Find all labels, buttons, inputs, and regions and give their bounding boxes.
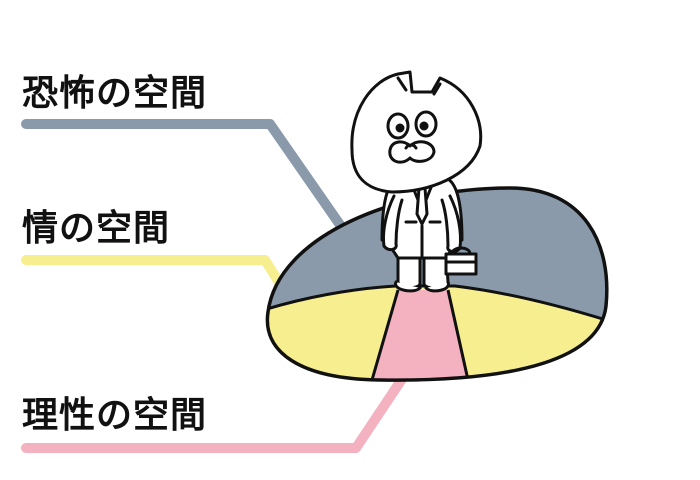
reason-region <box>372 290 468 380</box>
reason-leader-line <box>21 365 413 453</box>
reason-space-label: 理性の空間 <box>22 395 208 436</box>
ellipse-outline <box>265 186 609 382</box>
region-divider-right <box>446 289 470 381</box>
emotion-space-label: 情の空間 <box>22 208 171 249</box>
emotion-leader-line <box>21 255 300 313</box>
cat-businessman-icon <box>350 70 483 293</box>
fear-space-label: 恐怖の空間 <box>22 73 208 114</box>
region-divider-top <box>267 284 607 328</box>
region-divider-left <box>370 289 400 381</box>
briefcase-icon <box>444 252 478 276</box>
fear-leader-line <box>21 119 350 237</box>
